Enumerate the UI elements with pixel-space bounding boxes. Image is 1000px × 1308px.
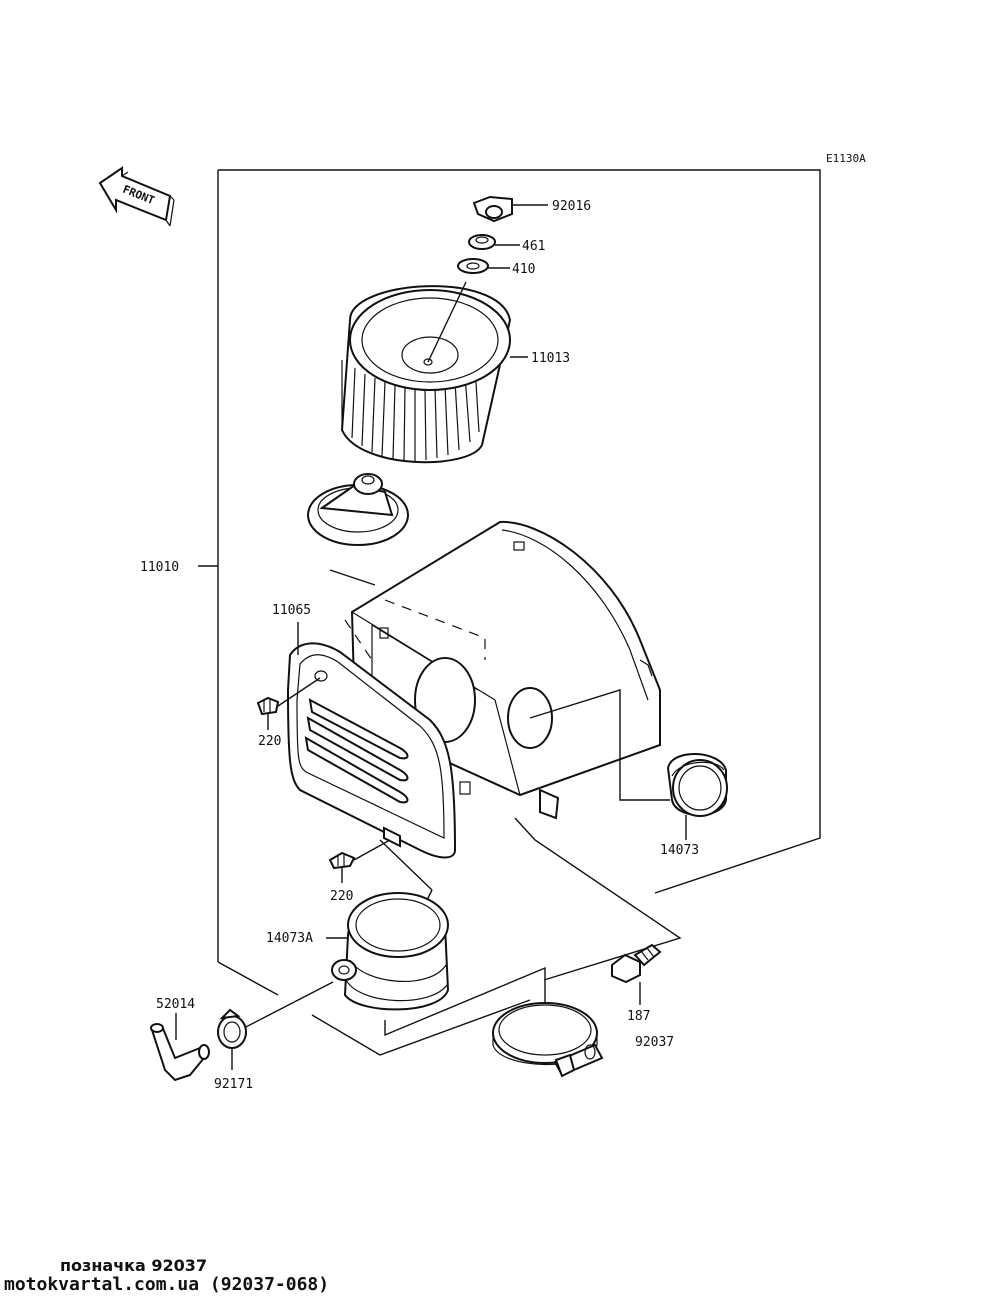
filter-holder: [307, 473, 409, 586]
footer-source: motokvartal.com.ua (92037-068): [4, 1274, 330, 1295]
washer-461: [468, 234, 520, 250]
label-187: 187: [627, 1009, 650, 1024]
diagram-code: E1130A: [826, 152, 866, 165]
air-filter-element-11013: [340, 281, 528, 464]
label-410: 410: [512, 262, 535, 277]
label-11010: 11010: [140, 560, 179, 575]
screw-220-top: [256, 677, 321, 730]
footer-caption: позначка 92037: [60, 1256, 208, 1275]
elbow-duct-14073A: [239, 892, 450, 1031]
label-92171: 92171: [214, 1077, 253, 1092]
label-14073A: 14073A: [266, 931, 313, 946]
wing-nut-92016: [472, 195, 548, 223]
label-92016: 92016: [552, 199, 591, 214]
label-220-bottom: 220: [330, 889, 353, 904]
front-arrow-icon: FRONT: [98, 166, 175, 227]
clamp-92171: [217, 1008, 247, 1070]
label-52014: 52014: [156, 997, 195, 1012]
label-220-top: 220: [258, 734, 281, 749]
band-clamp-92037: [492, 1002, 604, 1078]
elbow-fitting-52014: [150, 1013, 210, 1082]
washer-410: [457, 258, 510, 274]
bolt-187: [611, 943, 662, 1005]
label-14073: 14073: [660, 843, 699, 858]
screw-220-bottom: [328, 839, 391, 883]
label-11013: 11013: [531, 351, 570, 366]
label-11065: 11065: [272, 603, 311, 618]
label-461: 461: [522, 239, 545, 254]
label-92037: 92037: [635, 1035, 674, 1050]
cover-11065: [286, 622, 457, 859]
duct-14073: [666, 753, 728, 840]
